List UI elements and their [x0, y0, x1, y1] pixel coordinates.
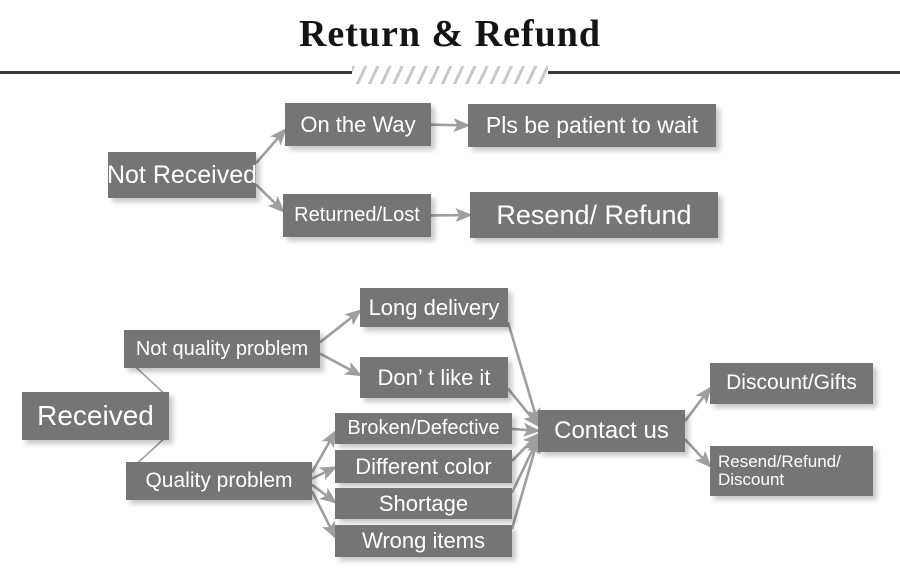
node-quality: Quality problem [126, 462, 312, 500]
edge-not-received-to-returned-lost [255, 183, 285, 213]
edge-not-received-to-on-the-way [255, 128, 287, 165]
edge-different-color-to-contact-us [511, 432, 540, 462]
node-shortage: Shortage [335, 488, 512, 519]
edge-quality-to-wrong-items [310, 490, 337, 540]
edge-not-quality-to-long-delivery [319, 309, 363, 344]
node-not-received: Not Received [107, 152, 257, 198]
title-divider [0, 66, 900, 84]
node-received: Received [22, 392, 169, 440]
node-resend-refund: Resend/ Refund [470, 192, 718, 238]
node-returned-lost: Returned/Lost [283, 194, 431, 237]
edge-contact-us-to-discount-gifts [683, 386, 712, 422]
edge-shortage-to-contact-us [510, 435, 540, 494]
node-wrong-items: Wrong items [335, 525, 512, 557]
node-dont-like-it: Don’ t like it [360, 357, 508, 398]
diagonal-hatch-icon [352, 66, 548, 84]
edge-quality-to-different-color [311, 466, 338, 481]
page-title: Return & Refund [298, 13, 602, 55]
node-not-quality: Not quality problem [124, 330, 320, 368]
divider-rule-left [0, 71, 352, 74]
divider-rule-right [548, 71, 900, 74]
edge-quality-to-shortage [311, 483, 338, 504]
node-on-the-way: On the Way [285, 103, 431, 146]
node-contact-us: Contact us [538, 410, 685, 452]
edge-wrong-items-to-contact-us [510, 436, 541, 530]
edge-on-the-way-to-pls-be-patient [430, 118, 471, 133]
edge-long-delivery-to-contact-us [506, 321, 541, 426]
node-resend-refund-discount: Resend/Refund/ Discount [710, 446, 873, 496]
node-long-delivery: Long delivery [360, 288, 508, 327]
edge-dont-like-it-to-contact-us [506, 387, 540, 428]
node-different-color: Different color [335, 450, 512, 483]
edge-quality-to-broken-defective [310, 429, 337, 473]
edge-contact-us-to-resend-refund-discount [684, 438, 712, 468]
node-broken-defective: Broken/Defective [335, 413, 512, 444]
edge-broken-defective-to-contact-us [511, 422, 541, 437]
node-pls-be-patient: Pls be patient to wait [468, 104, 716, 147]
edge-not-quality-to-dont-like-it [319, 352, 363, 377]
node-discount-gifts: Discount/Gifts [710, 363, 873, 404]
